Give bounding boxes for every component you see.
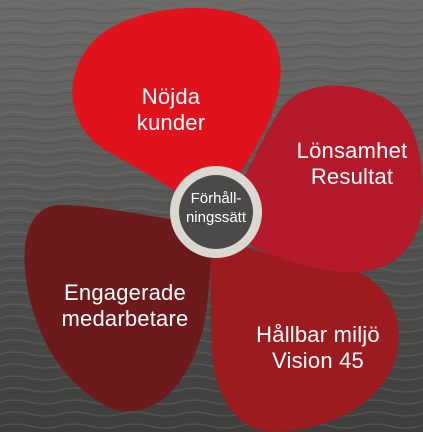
- petal-label-line: Nöjda: [141, 84, 201, 109]
- petal-label-engagerade-medarbetare: Engagerade medarbetare: [40, 280, 210, 332]
- petal-label-lonsamhet-resultat: Lönsamhet Resultat: [282, 138, 422, 190]
- petal-label-nojda-kunder: Nöjda kunder: [96, 84, 246, 136]
- center-label-line: ningssätt: [185, 209, 247, 226]
- petal-left: [24, 205, 213, 412]
- petal-label-line: Engagerade: [64, 280, 186, 305]
- petal-right: [212, 85, 423, 273]
- petal-label-line: medarbetare: [61, 306, 189, 331]
- petal-label-line: Resultat: [310, 164, 394, 189]
- petal-label-line: Hållbar miljö: [256, 322, 380, 347]
- center-label: Förhåll- ningssätt: [174, 189, 258, 227]
- petal-label-line: Lönsamhet: [296, 138, 408, 163]
- petal-bottom-right: [210, 222, 399, 432]
- petal-label-hallbar-miljo: Hållbar miljö Vision 45: [238, 322, 398, 374]
- center-hub: [179, 175, 253, 249]
- petal-label-line: Vision 45: [272, 348, 364, 373]
- center-label-line: Förhåll-: [190, 190, 242, 207]
- petal-label-line: kunder: [136, 110, 206, 135]
